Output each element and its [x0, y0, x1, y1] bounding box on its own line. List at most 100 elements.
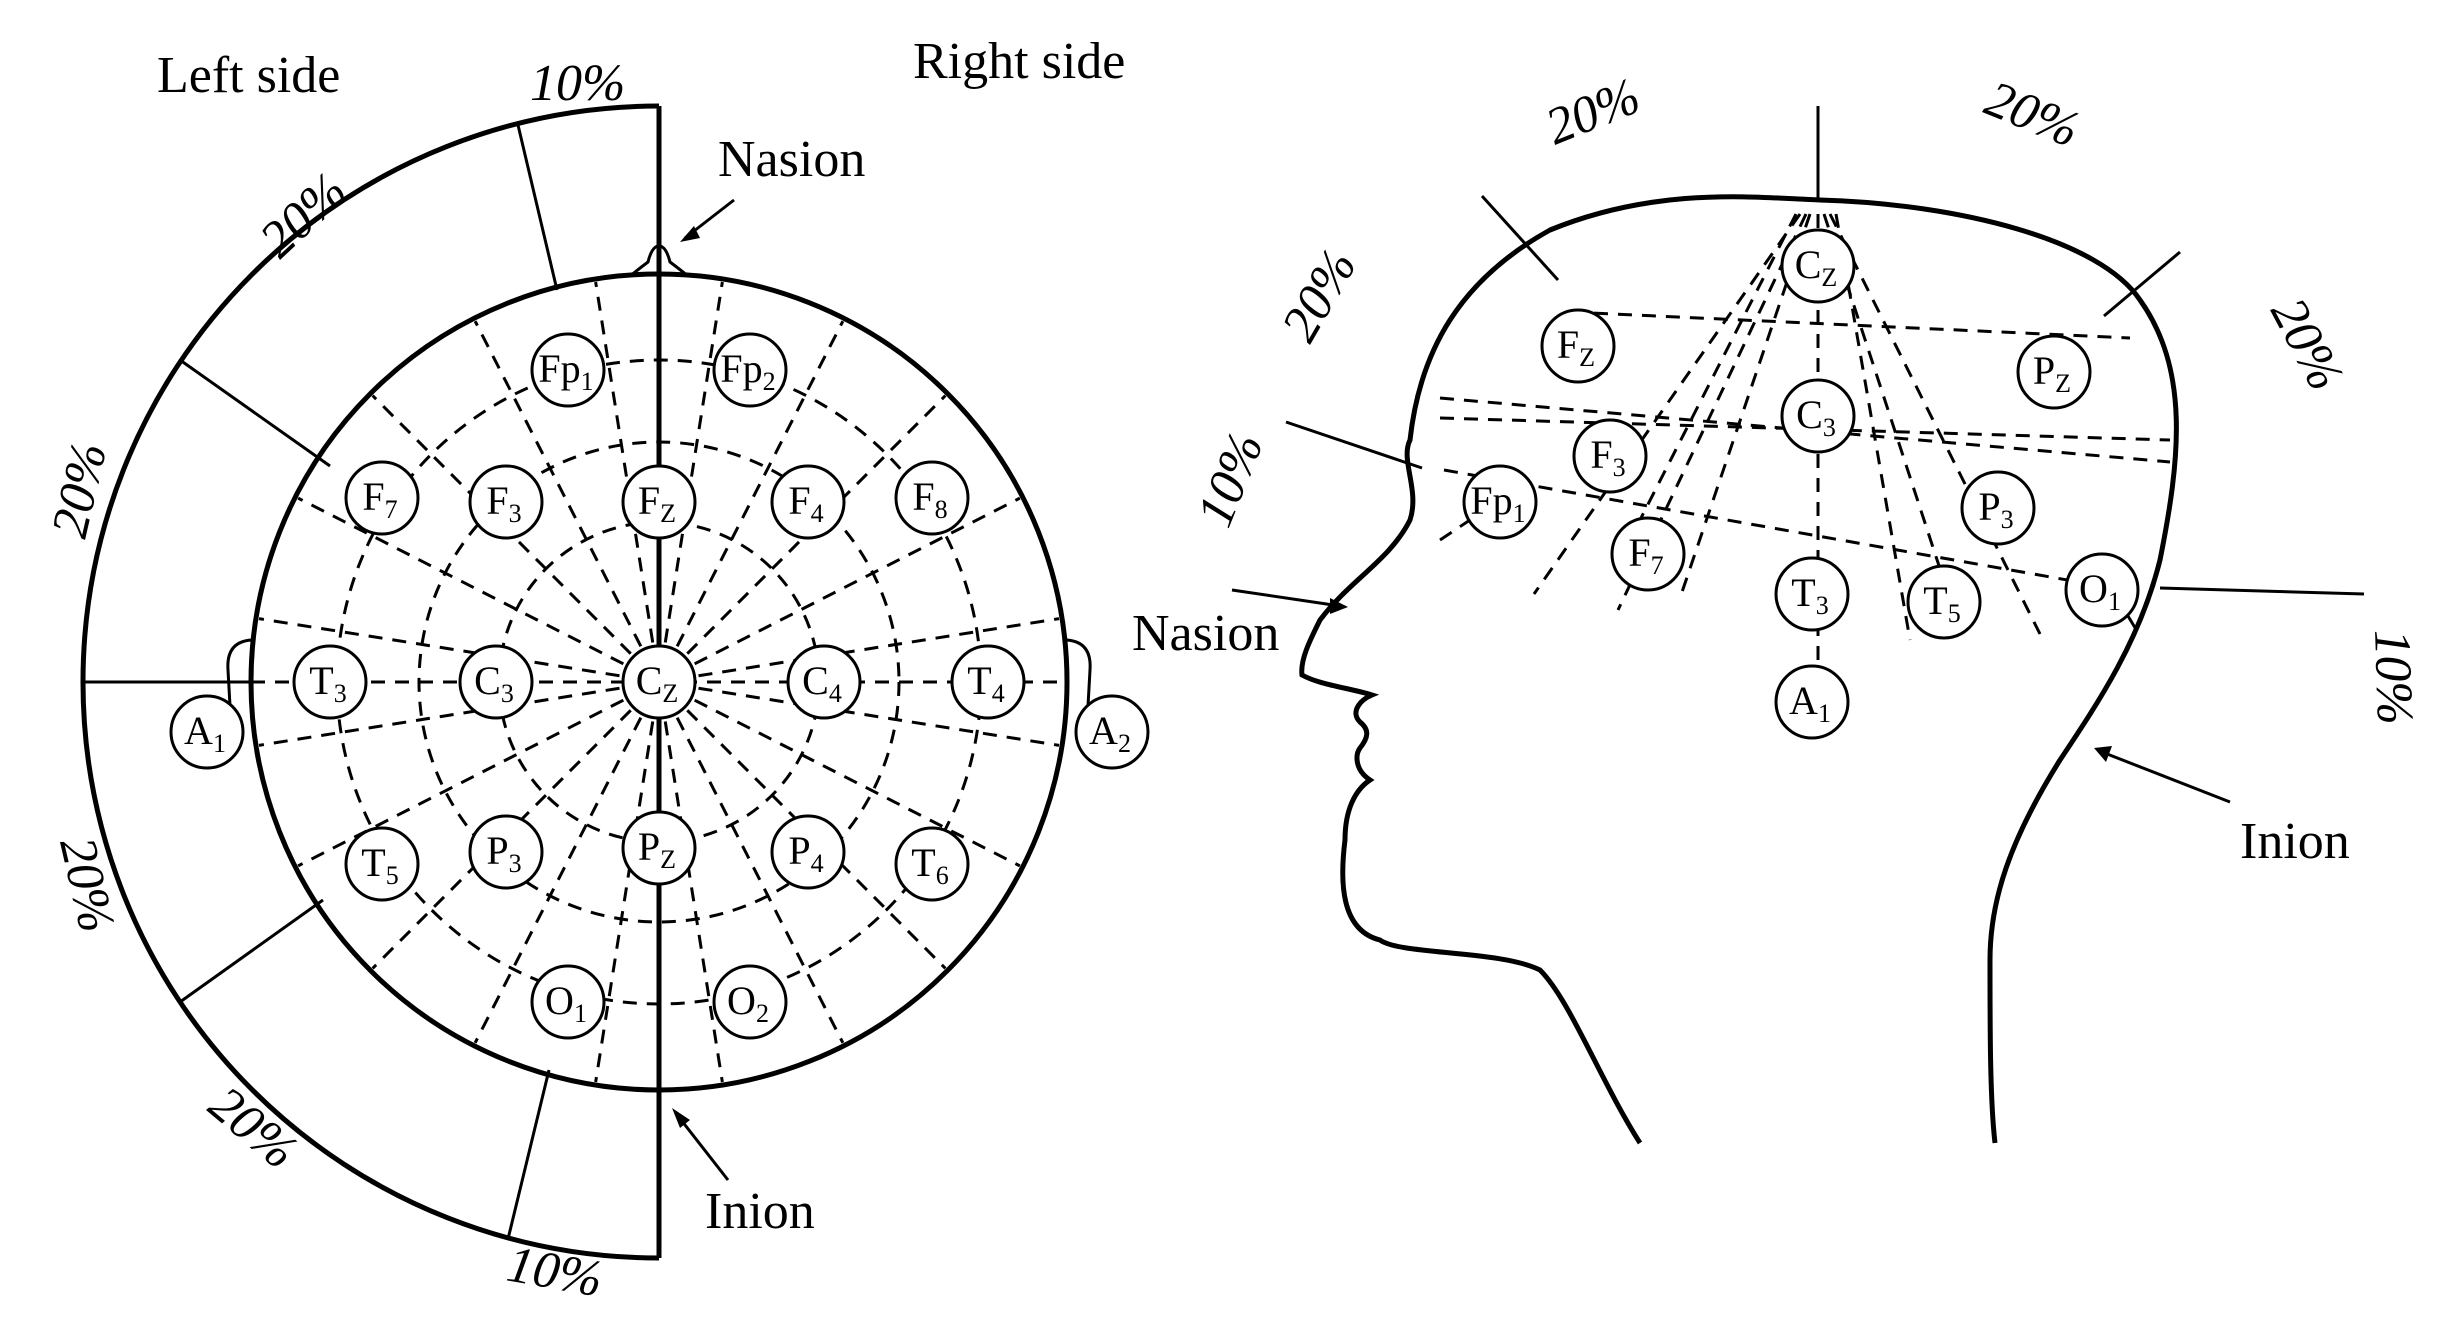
- electrode-label-subscript: 4: [829, 679, 842, 708]
- electrode-label: F3: [1590, 432, 1625, 482]
- electrode-label: FZ: [638, 478, 676, 528]
- side-view: Nasion Inion 20% 20% 20% 20% 10% 10% CZF…: [1132, 68, 2423, 1145]
- electrode-o1: O1: [2064, 552, 2140, 628]
- electrode-t6: T6: [894, 826, 970, 902]
- electrode-label-base: P: [2033, 348, 2055, 393]
- electrode-circle: [468, 814, 544, 890]
- electrode-label-base: A: [1089, 708, 1118, 753]
- electrode-label-base: O: [2079, 566, 2108, 611]
- top-pct-4: 20%: [48, 832, 125, 938]
- electrode-label-base: T: [1791, 570, 1815, 615]
- electrode-c3: C3: [458, 644, 534, 720]
- side-pct-2: 20%: [1978, 70, 2088, 159]
- electrode-label: T3: [1791, 570, 1828, 620]
- electrode-label: A1: [1789, 678, 1831, 728]
- electrode-label-subscript: 2: [1118, 729, 1131, 758]
- electrode-circle: [950, 644, 1026, 720]
- electrode-label-subscript: Z: [662, 679, 678, 708]
- electrode-fz: FZ: [621, 464, 697, 540]
- electrode-f8: F8: [894, 460, 970, 536]
- electrode-circle: [1074, 694, 1150, 770]
- electrode-circle: [2016, 334, 2092, 410]
- electrode-circle: [894, 460, 970, 536]
- electrode-circle: [621, 810, 697, 886]
- electrode-circle: [1540, 308, 1616, 384]
- electrode-circle: [621, 644, 697, 720]
- ring-division-5: [506, 1069, 551, 1240]
- electrode-label-subscript: 3: [509, 499, 522, 528]
- electrode-label-subscript: 1: [574, 999, 587, 1028]
- electrode-label: CZ: [636, 658, 679, 708]
- electrode-label-base: F: [638, 478, 660, 523]
- electrode-f4: F4: [770, 464, 846, 540]
- electrode-label: C3: [1796, 392, 1836, 442]
- electrode-label-subscript: 8: [935, 495, 948, 524]
- electrode-label-subscript: 3: [2001, 505, 2014, 534]
- dashed-radial-line: [698, 686, 1060, 747]
- electrode-label-base: T: [361, 840, 385, 885]
- electrode-label-subscript: 5: [1948, 599, 1961, 628]
- dashed-radial-line: [698, 617, 1060, 678]
- electrode-t3: T3: [1774, 556, 1850, 632]
- electrode-label-base: C: [474, 658, 501, 703]
- electrode-label: CZ: [1795, 242, 1838, 292]
- electrode-circle: [2064, 552, 2140, 628]
- electrode-circle: [1774, 664, 1850, 740]
- electrode-label: P3: [486, 828, 521, 878]
- electrode-label-subscript: Z: [660, 499, 676, 528]
- side-parietal-tick: [2103, 250, 2181, 318]
- dashed-radial-line: [663, 721, 724, 1083]
- electrode-label-base: T: [911, 840, 935, 885]
- electrode-a2: A2: [1074, 694, 1150, 770]
- electrode-label-base: O: [545, 978, 574, 1023]
- inion-arrow-head: [672, 1108, 690, 1128]
- electrode-label-subscript: 5: [386, 861, 399, 890]
- side-nasion-arrow: [1231, 588, 1341, 608]
- electrode-label-subscript: 1: [1513, 499, 1526, 528]
- electrode-circle: [1774, 556, 1850, 632]
- electrode-c3: C3: [1780, 378, 1856, 454]
- side-dash-line: [2126, 615, 2142, 637]
- electrode-label-base: Fp: [538, 346, 580, 391]
- electrode-label: T5: [361, 840, 398, 890]
- electrode-label-base: P: [638, 824, 660, 869]
- electrode-label: A1: [184, 708, 226, 758]
- electrode-o2: O2: [712, 964, 788, 1040]
- electrode-label-base: F: [486, 478, 508, 523]
- electrode-label-base: F: [1628, 530, 1650, 575]
- side-pct-3: 20%: [1271, 240, 1368, 351]
- electrode-p3: P3: [468, 814, 544, 890]
- electrode-circle: [770, 814, 846, 890]
- top-pct-2: 20%: [249, 162, 358, 269]
- ring-division-2: [179, 358, 331, 468]
- electrode-label-base: T: [967, 658, 991, 703]
- electrode-circle: [458, 644, 534, 720]
- electrode-circle: [894, 826, 970, 902]
- electrode-label: PZ: [2033, 348, 2071, 398]
- electrode-label: P4: [788, 828, 823, 878]
- electrode-circle: [1572, 418, 1648, 494]
- dashed-radial-line: [686, 709, 947, 970]
- ring-division-4: [179, 898, 324, 1004]
- dashed-radial-line: [258, 686, 620, 747]
- dashed-radial-line: [594, 281, 655, 643]
- electrode-label-subscript: Z: [1821, 263, 1837, 292]
- electrode-label-base: C: [802, 658, 829, 703]
- head-profile-outline: [1299, 194, 2179, 1145]
- dashed-radial-line: [686, 394, 947, 655]
- electrode-circle: [712, 332, 788, 408]
- electrode-circle: [712, 964, 788, 1040]
- electrode-label-subscript: 1: [581, 367, 594, 396]
- electrode-label: F4: [788, 478, 823, 528]
- electrode-circle: [344, 460, 420, 536]
- right-ear-outline: [1066, 638, 1092, 707]
- electrode-cz: CZ: [1780, 228, 1856, 304]
- inion-arrow: [676, 1115, 730, 1181]
- electrode-pz: PZ: [621, 810, 697, 886]
- dashed-radial-line: [594, 721, 655, 1083]
- electrode-f3: F3: [468, 464, 544, 540]
- side-dash-line: [1443, 468, 2091, 586]
- electrode-label-base: C: [636, 658, 663, 703]
- electrode-label-subscript: 7: [1651, 551, 1664, 580]
